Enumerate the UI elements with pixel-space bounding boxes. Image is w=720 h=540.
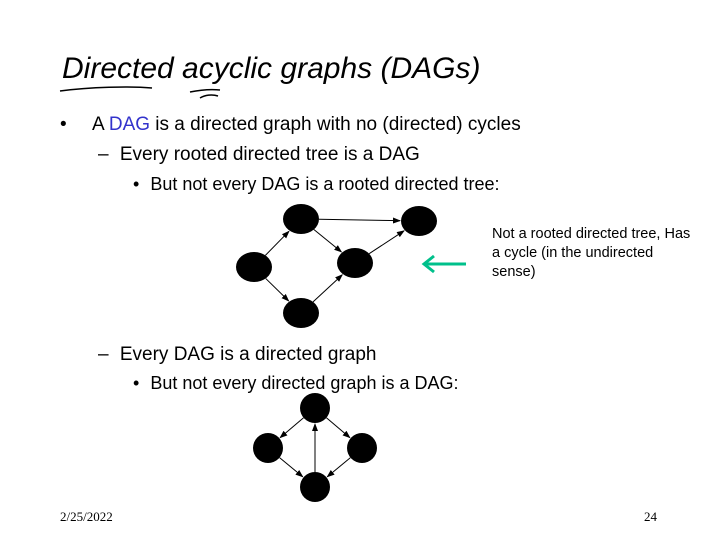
node-b [401, 206, 437, 236]
slide-date: 2/25/2022 [60, 509, 113, 524]
bullet-marker: • [133, 174, 140, 194]
dag-term: DAG [108, 114, 151, 135]
node-d [337, 248, 373, 278]
bullet-text: Every DAG is a directed graph [119, 344, 377, 365]
node-r [347, 433, 377, 463]
edge-r-b [326, 457, 351, 478]
bullet-text: Every rooted directed tree is a DAG [119, 144, 420, 165]
bullet-2: – Every rooted directed tree is a DAG [98, 144, 420, 166]
bullet-marker: – [98, 344, 109, 365]
edge-a-b [318, 217, 402, 224]
bullet-marker: – [98, 144, 109, 165]
edge-c-a [265, 230, 290, 256]
bullet-marker: • [133, 373, 140, 393]
ink-underline [59, 86, 153, 92]
edge-a-d [313, 229, 343, 253]
cyclic-example-graph [253, 393, 377, 502]
edge-d-b [368, 230, 405, 255]
slide-number: 24 [644, 509, 657, 524]
bullet-4: – Every DAG is a directed graph [98, 344, 376, 366]
dag-example-graph [236, 204, 437, 328]
edge-t-l [279, 417, 304, 439]
node-e [283, 298, 319, 328]
ink-underline [189, 88, 221, 99]
bullet-5: • But not every directed graph is a DAG: [133, 373, 458, 394]
node-t [300, 393, 330, 423]
bullet-text: But not every directed graph is a DAG: [150, 373, 459, 393]
green-arrow-icon [421, 254, 466, 274]
edge-l-b [279, 457, 304, 478]
node-c [236, 252, 272, 282]
bullet-text: is a directed graph with no (directed) c… [150, 114, 521, 135]
annotation-note: Not a rooted directed tree, Has a cycle … [492, 226, 691, 280]
bullet-text: But not every DAG is a rooted directed t… [150, 174, 500, 194]
bullet-marker: • [60, 114, 67, 135]
edge-c-e [265, 278, 290, 302]
edge-t-r [326, 417, 351, 439]
bullet-3: • But not every DAG is a rooted directed… [133, 174, 500, 195]
node-b [300, 472, 330, 502]
bullet-text: A [91, 114, 109, 135]
bullet-1: • A DAG is a directed graph with no (dir… [60, 114, 521, 136]
edge-e-d [312, 274, 343, 303]
node-a [283, 204, 319, 234]
slide-title: Directed acyclic graphs (DAGs) [62, 52, 481, 85]
node-l [253, 433, 283, 463]
